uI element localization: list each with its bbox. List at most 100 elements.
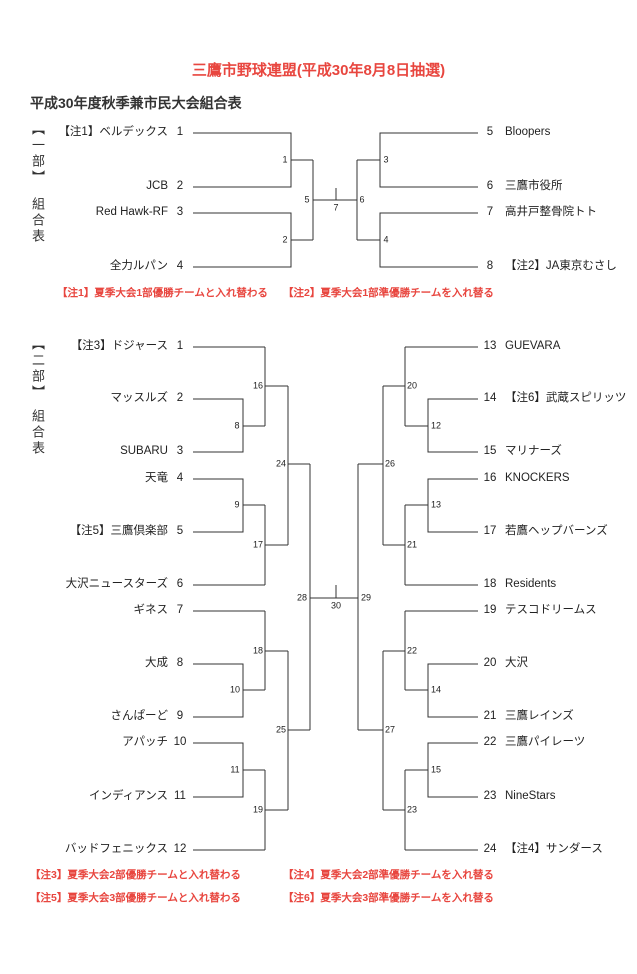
team-row: 20 大沢	[480, 656, 528, 672]
division2-label-bracket: 【二部】	[30, 337, 45, 401]
match-number: 18	[252, 645, 264, 656]
division2-label-text: 組合表	[30, 409, 45, 457]
team-seed: 16	[483, 472, 497, 485]
team-row: さんぱーど 9	[0, 709, 190, 725]
team-seed: 2	[176, 392, 184, 405]
team-name: 【注5】三鷹倶楽部	[69, 525, 168, 538]
team-seed: 17	[483, 525, 497, 538]
match-number: 26	[384, 458, 396, 469]
team-name: 若鷹ヘップバーンズ	[505, 525, 608, 538]
team-seed: 22	[483, 736, 497, 749]
division2-note: 【注5】夏季大会3部優勝チームと入れ替わる	[30, 892, 241, 904]
team-name: 大沢	[505, 657, 528, 670]
team-name: 大沢ニュースターズ	[65, 578, 168, 591]
team-name: 天竜	[145, 472, 168, 485]
match-number: 17	[252, 539, 264, 550]
match-number: 9	[234, 499, 240, 510]
team-seed: 13	[483, 340, 497, 353]
team-name: 三鷹市役所	[505, 180, 563, 193]
team-seed: 8	[486, 260, 494, 273]
team-seed: 7	[176, 604, 184, 617]
team-name: アパッチ	[122, 736, 168, 749]
match-number: 16	[252, 380, 264, 391]
team-seed: 21	[483, 710, 497, 723]
team-seed: 5	[486, 126, 494, 139]
team-name: 【注2】JA東京むさし	[505, 260, 617, 273]
team-row: 19 テスコドリームス	[480, 603, 597, 619]
match-number: 24	[275, 458, 287, 469]
team-row: 13 GUEVARA	[480, 339, 561, 355]
team-name: テスコドリームス	[505, 604, 597, 617]
team-name: Residents	[505, 578, 557, 591]
bracket-line-div1-left	[193, 132, 314, 268]
team-seed: 20	[483, 657, 497, 670]
team-row: アパッチ 10	[0, 735, 190, 751]
match-number: 2	[282, 234, 288, 245]
team-row: 天竜 4	[0, 471, 190, 487]
team-name: 【注6】武蔵スピリッツ	[505, 392, 627, 405]
team-name: 全力ルパン	[109, 260, 168, 273]
match-number: 6	[359, 194, 365, 205]
match-number: 5	[304, 194, 310, 205]
team-seed: 19	[483, 604, 497, 617]
team-seed: 4	[176, 472, 184, 485]
team-seed: 4	[176, 260, 184, 273]
division2-bracket	[193, 346, 478, 851]
team-seed: 9	[176, 710, 184, 723]
team-name: マッスルズ	[110, 392, 169, 405]
team-name: 【注3】ドジャース	[70, 340, 168, 353]
page-title: 三鷹市野球連盟(平成30年8月8日抽選)	[191, 62, 446, 79]
match-number: 25	[275, 724, 287, 735]
division2-note: 【注6】夏季大会3部準優勝チームを入れ替る	[283, 892, 494, 904]
match-number: 22	[406, 645, 418, 656]
match-number: 21	[406, 539, 418, 550]
division2-note: 【注4】夏季大会2部準優勝チームを入れ替る	[283, 869, 494, 881]
team-seed: 12	[173, 843, 187, 856]
team-name: GUEVARA	[505, 340, 561, 353]
match-number: 11	[230, 764, 240, 775]
division1-label-text: 組合表	[30, 197, 45, 245]
team-seed: 1	[176, 126, 184, 139]
division1-bracket	[193, 132, 478, 268]
team-row: 18 Residents	[480, 577, 557, 593]
bracket-line-div2-left-upper	[193, 346, 310, 586]
bracket-line-div1-right	[356, 132, 478, 268]
match-number: 13	[430, 499, 442, 510]
team-seed: 18	[483, 578, 497, 591]
match-number: 23	[406, 804, 418, 815]
match-number: 19	[252, 804, 264, 815]
final-match-number: 7	[333, 202, 339, 213]
match-number: 3	[383, 154, 389, 165]
division2-note: 【注3】夏季大会2部優勝チームと入れ替わる	[30, 869, 241, 881]
match-number: 28	[296, 592, 308, 603]
match-number: 27	[384, 724, 396, 735]
team-name: さんぱーど	[110, 710, 169, 723]
match-number: 20	[406, 380, 418, 391]
team-seed: 11	[174, 790, 186, 803]
team-seed: 2	[176, 180, 184, 193]
team-row: 14 【注6】武蔵スピリッツ	[480, 391, 627, 407]
team-row: マッスルズ 2	[0, 391, 190, 407]
team-seed: 8	[176, 657, 184, 670]
team-seed: 14	[483, 392, 497, 405]
bracket-line-div2-final	[310, 585, 358, 599]
team-name: NineStars	[505, 790, 556, 803]
team-seed: 10	[173, 736, 187, 749]
team-seed: 5	[176, 525, 184, 538]
team-row: 8 【注2】JA東京むさし	[480, 259, 617, 275]
team-name: KNOCKERS	[505, 472, 570, 485]
bracket-line-div2-right-upper	[358, 346, 478, 586]
page-subtitle: 平成30年度秋季兼市民大会組合表	[30, 95, 242, 111]
team-name: マリナーズ	[505, 445, 562, 458]
team-name: ギネス	[133, 604, 169, 617]
division1-note: 【注1】夏季大会1部優勝チームと入れ替わる	[57, 287, 268, 299]
